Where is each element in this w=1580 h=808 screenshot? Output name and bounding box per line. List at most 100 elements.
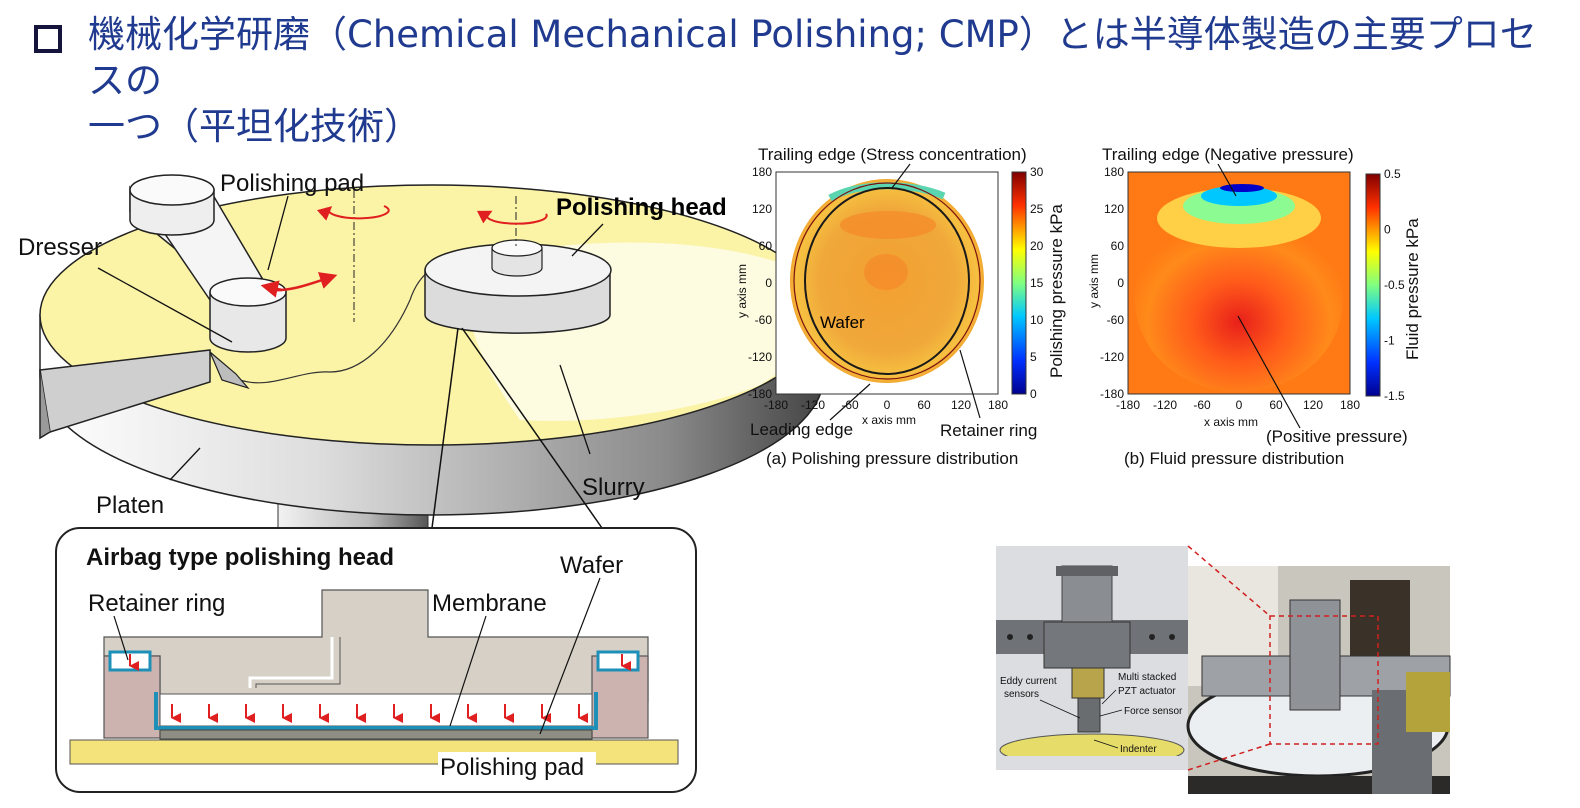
callout-line-right bbox=[461, 327, 603, 529]
plot-a-cbar-tick: 25 bbox=[1030, 202, 1044, 216]
airbag-label-wafer: Wafer bbox=[560, 552, 623, 579]
plot-b-cbar-tick: -1 bbox=[1384, 334, 1395, 348]
airbag-label-polishing-pad: Polishing pad bbox=[440, 754, 584, 781]
plot-a-cbar-tick: 5 bbox=[1030, 350, 1037, 364]
plot-b-ytick: 120 bbox=[1104, 202, 1124, 216]
photo-label-pzt-1: Multi stacked bbox=[1118, 672, 1176, 683]
slide-title: 機械化学研磨（Chemical Mechanical Polishing; CM… bbox=[88, 12, 1568, 150]
title-bullet-icon bbox=[34, 25, 62, 53]
airbag-title: Airbag type polishing head bbox=[86, 544, 394, 571]
plot-b-positive-pressure: (Positive pressure) bbox=[1266, 427, 1408, 446]
plot-b-ytick: -120 bbox=[1100, 350, 1124, 364]
plot-b-negative-region bbox=[1220, 184, 1264, 192]
head-rotation-arrow bbox=[476, 210, 548, 225]
plot-a-xtick: 60 bbox=[917, 398, 931, 412]
callout-line-left bbox=[431, 327, 459, 529]
photo-label-pzt-2: PZT actuator bbox=[1118, 686, 1176, 697]
plot-b-xtick: 120 bbox=[1303, 398, 1323, 412]
plot-a-xtick: 0 bbox=[884, 398, 891, 412]
plot-b-cbar-tick: -1.5 bbox=[1384, 389, 1405, 403]
plot-b-yticks: 180 120 60 0 -60 -120 -180 bbox=[1100, 165, 1124, 401]
plot-b-xtick: 180 bbox=[1340, 398, 1360, 412]
plot-b-trailing-edge: Trailing edge (Negative pressure) bbox=[1102, 145, 1354, 164]
plot-b-colorbar-label: Fluid pressure kPa bbox=[1403, 218, 1422, 360]
plot-a-leading-edge: Leading edge bbox=[750, 420, 853, 439]
plot-a-xticks: -180 -120 -60 0 60 120 180 bbox=[764, 398, 1008, 412]
plot-a-cbar-tick: 30 bbox=[1030, 165, 1044, 179]
plot-b-colorbar-ticks: 0.5 0 -0.5 -1 -1.5 bbox=[1384, 167, 1405, 403]
label-slurry: Slurry bbox=[582, 474, 645, 501]
plot-b-xtick: -180 bbox=[1116, 398, 1140, 412]
label-polishing-pad: Polishing pad bbox=[220, 170, 364, 197]
plot-b-ytick: 60 bbox=[1111, 239, 1125, 253]
plot-a-xtick: 120 bbox=[951, 398, 971, 412]
airbag-wafer bbox=[159, 729, 593, 740]
retainer-bladder-right bbox=[596, 650, 640, 672]
plot-a-xtick: -120 bbox=[801, 398, 825, 412]
plot-a-cbar-tick: 0 bbox=[1030, 387, 1037, 401]
plot-a-ytick: 120 bbox=[752, 202, 772, 216]
plot-b-cbar-tick: 0.5 bbox=[1384, 167, 1401, 181]
plot-b-xtick: -60 bbox=[1193, 398, 1211, 412]
plot-a-colorbar-ticks: 30 25 20 15 10 5 0 bbox=[1030, 165, 1044, 401]
plot-a-ylabel: y axis mm bbox=[735, 264, 749, 318]
plot-b-ytick: 180 bbox=[1104, 165, 1124, 179]
plot-a-ytick: 60 bbox=[759, 239, 773, 253]
platen-rotation-arrow bbox=[316, 205, 390, 221]
plot-a-ytick: -180 bbox=[748, 387, 772, 401]
airbag-label-membrane: Membrane bbox=[432, 590, 547, 617]
plot-a-xtick: -60 bbox=[841, 398, 859, 412]
plot-b-ytick: -180 bbox=[1100, 387, 1124, 401]
title-line-1: 機械化学研磨（Chemical Mechanical Polishing; CM… bbox=[88, 13, 1537, 102]
apparatus-images: Eddy current sensors Multi stacked PZT a… bbox=[996, 545, 1451, 794]
plot-a-trailing-band bbox=[828, 182, 946, 202]
membrane bbox=[154, 692, 598, 730]
label-dresser: Dresser bbox=[18, 234, 102, 261]
plot-a-xtick: 180 bbox=[988, 398, 1008, 412]
plot-b-ytick: 0 bbox=[1117, 276, 1124, 290]
airbag-chamber bbox=[159, 693, 593, 727]
airbag-label-retainer-ring: Retainer ring bbox=[88, 590, 225, 617]
machine-diagram: Polishing pad Polishing head Dresser Pla… bbox=[18, 170, 825, 529]
dresser-disc-side bbox=[209, 291, 287, 353]
plot-b-xticks: -180 -120 -60 0 60 120 180 bbox=[1116, 398, 1360, 412]
plot-a-colorbar bbox=[1011, 171, 1027, 395]
plot-b-cbar-tick: 0 bbox=[1384, 223, 1391, 237]
label-polishing-head: Polishing head bbox=[556, 194, 727, 221]
plot-a-cbar-tick: 20 bbox=[1030, 239, 1044, 253]
plot-a-colorbar-label: Polishing pressure kPa bbox=[1047, 204, 1066, 378]
plot-b-xtick: 0 bbox=[1236, 398, 1243, 412]
plot-b-xtick: -120 bbox=[1153, 398, 1177, 412]
dresser-disc-top bbox=[209, 277, 287, 307]
photo-label-eddy-1: Eddy current bbox=[1000, 676, 1057, 687]
plot-a-cbar-tick: 10 bbox=[1030, 313, 1044, 327]
zoom-box bbox=[1269, 615, 1379, 745]
plot-a-xlabel: x axis mm bbox=[862, 413, 916, 427]
plot-b-xlabel: x axis mm bbox=[1204, 415, 1258, 429]
plot-a-ytick: -120 bbox=[748, 350, 772, 364]
plot-b-ylabel: y axis mm bbox=[1087, 254, 1101, 308]
plot-a-wafer-label: Wafer bbox=[820, 313, 865, 332]
label-platen: Platen bbox=[96, 492, 164, 519]
plot-a-ytick: 180 bbox=[752, 165, 772, 179]
plot-b-caption: (b) Fluid pressure distribution bbox=[1124, 449, 1344, 468]
plot-b-positive-region bbox=[1135, 208, 1343, 392]
plot-a-xtick: -180 bbox=[764, 398, 788, 412]
plot-a-ytick: -60 bbox=[755, 313, 773, 327]
plot-b-ytick: -60 bbox=[1107, 313, 1125, 327]
plot-a-cbar-tick: 15 bbox=[1030, 276, 1044, 290]
pressure-arrows bbox=[171, 704, 588, 723]
plot-a-caption: (a) Polishing pressure distribution bbox=[766, 449, 1018, 468]
plot-b-xtick: 60 bbox=[1269, 398, 1283, 412]
plot-b-cbar-tick: -0.5 bbox=[1384, 278, 1405, 292]
photo-label-eddy-2: sensors bbox=[1004, 689, 1039, 700]
photo-label-force: Force sensor bbox=[1124, 706, 1183, 717]
plot-a-trailing-edge: Trailing edge (Stress concentration) bbox=[758, 145, 1027, 164]
photo-label-indenter: Indenter bbox=[1120, 744, 1157, 755]
title-line-2: 一つ（平坦化技術） bbox=[88, 105, 421, 148]
plot-b-colorbar bbox=[1365, 173, 1381, 397]
